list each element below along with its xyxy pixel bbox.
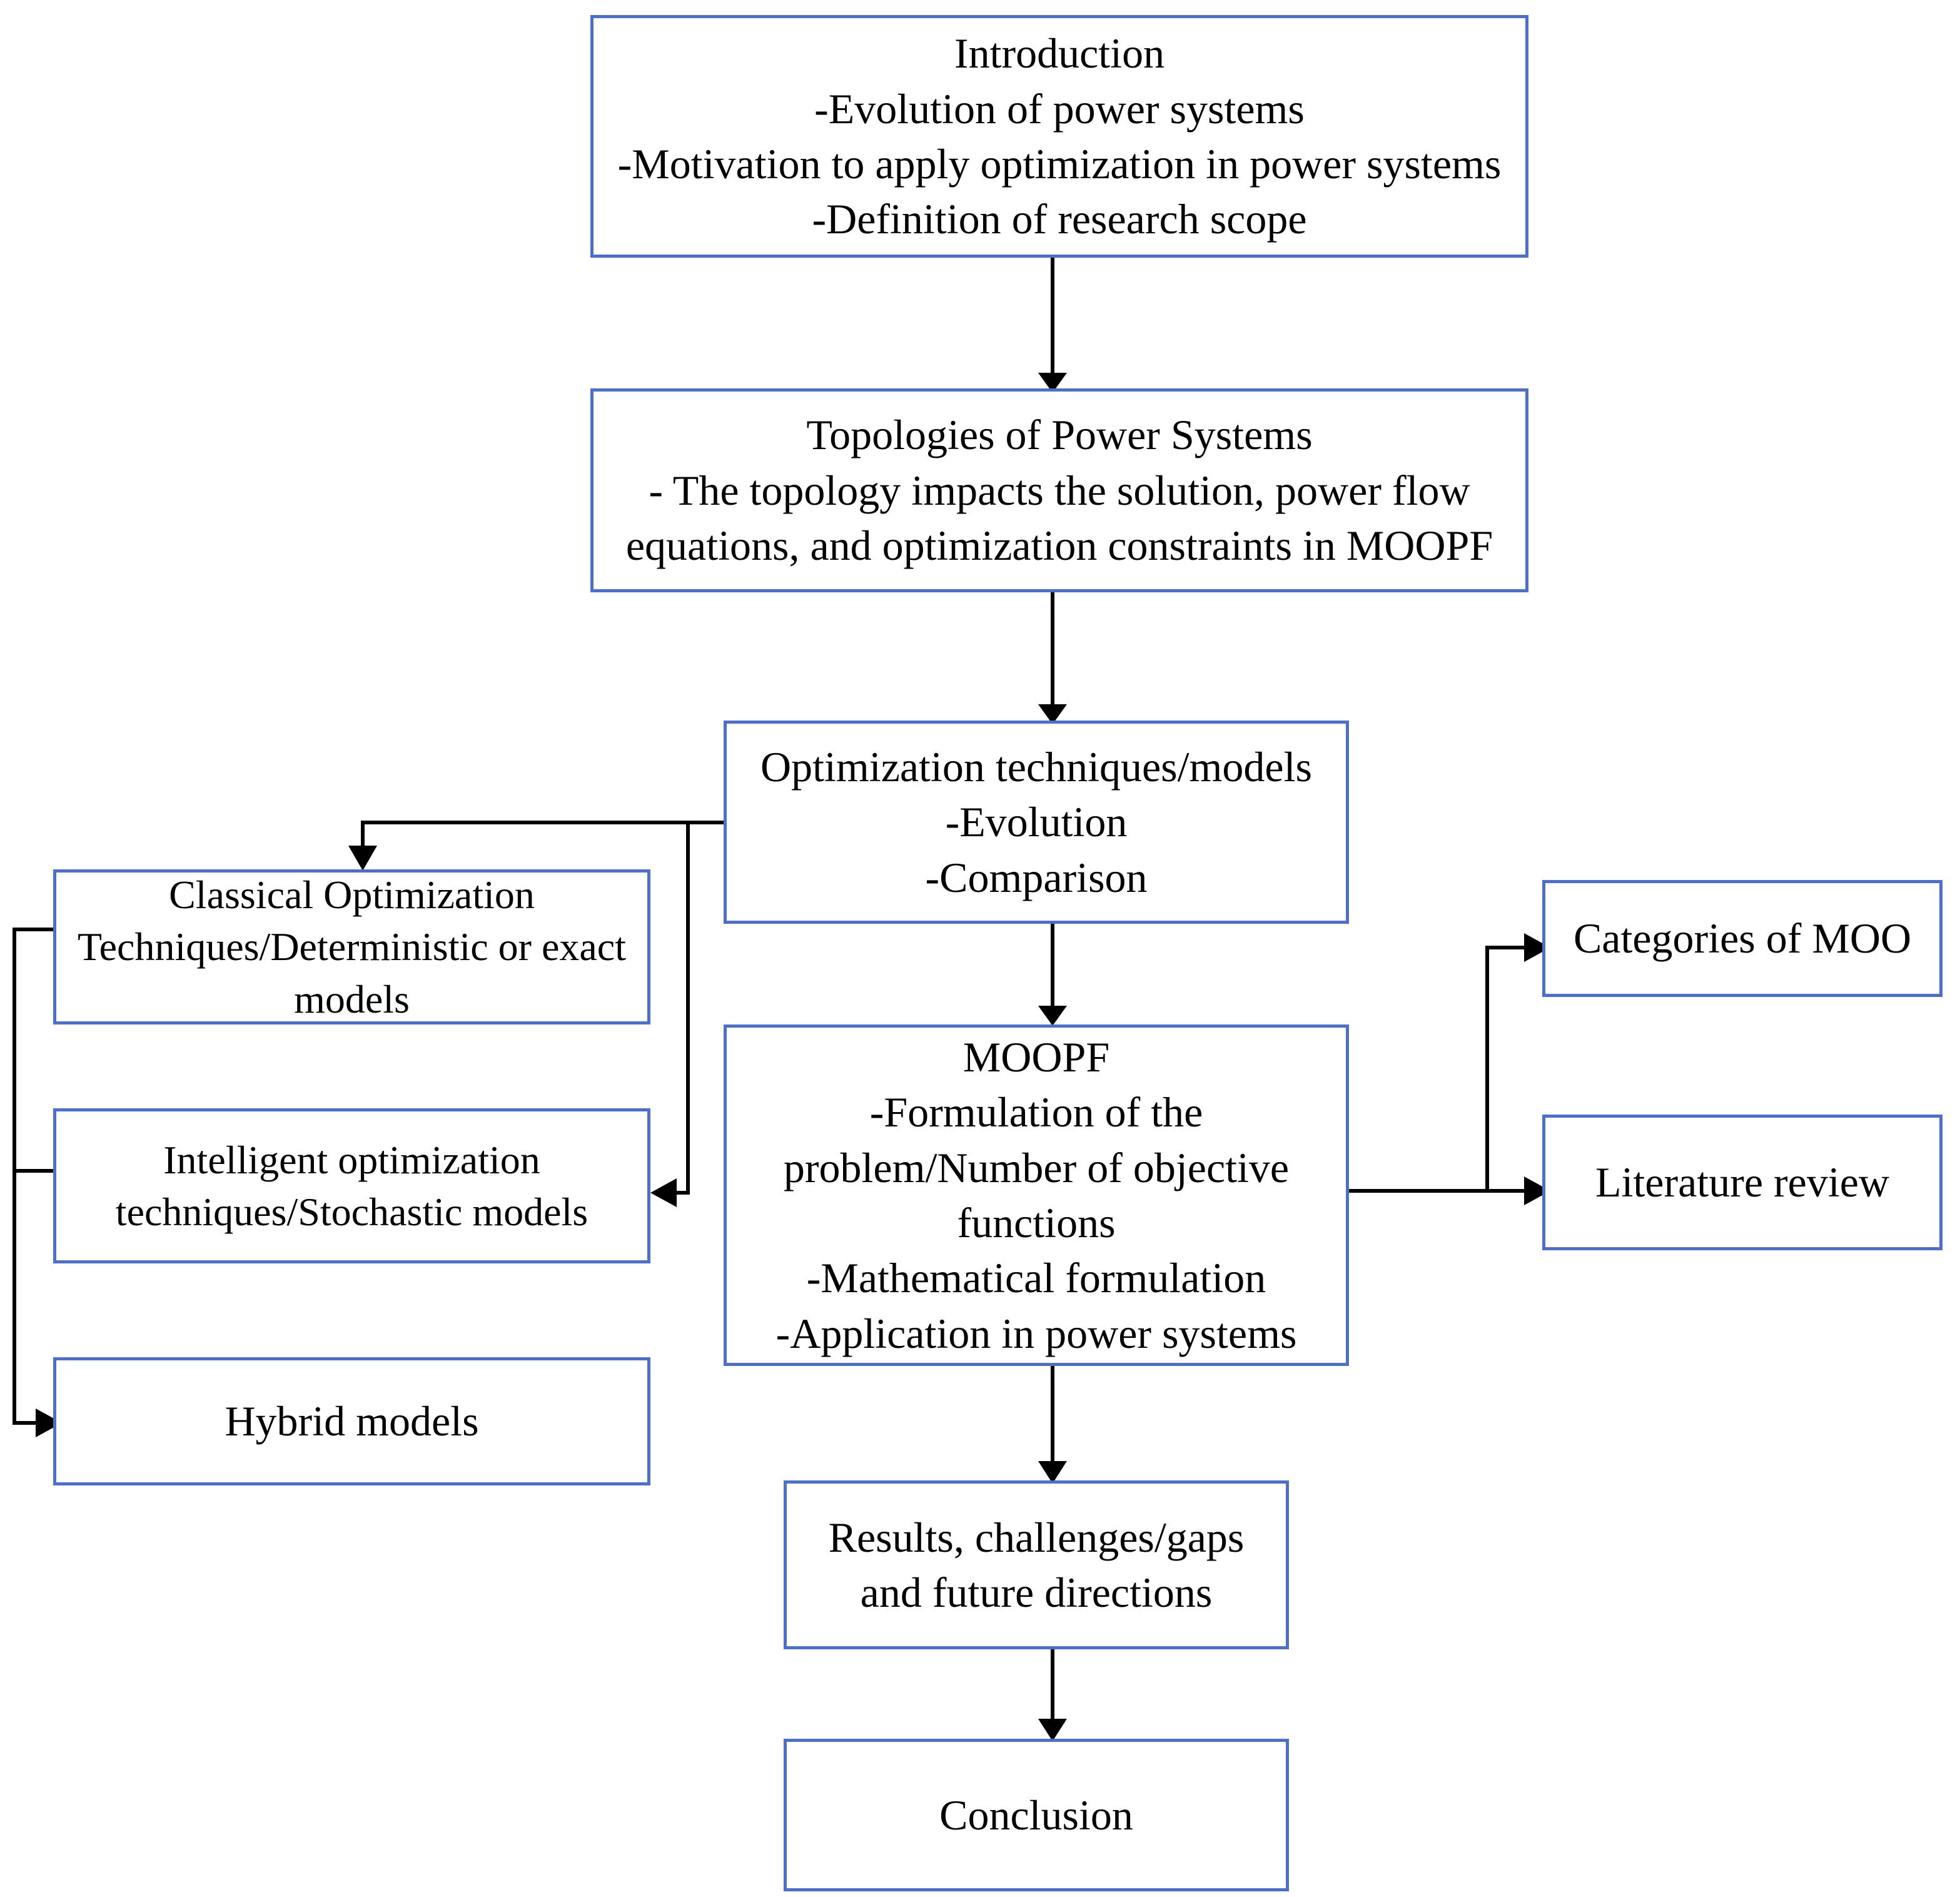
node-classical-line-3: models: [294, 976, 410, 1021]
node-intelligent-line-2: techniques/Stochastic models: [115, 1190, 589, 1234]
node-literature-line-1: Literature review: [1595, 1158, 1890, 1206]
edge-topologies-to-optimization: [1038, 592, 1067, 724]
node-topologies-line-3: equations, and optimization constraints …: [625, 522, 1493, 570]
node-hybrid-line-1: Hybrid models: [225, 1397, 479, 1445]
node-introduction-line-4: -Definition of research scope: [812, 195, 1307, 243]
node-moopf-line-5: -Mathematical formulation: [806, 1254, 1266, 1302]
node-introduction[interactable]: Introduction -Evolution of power systems…: [590, 15, 1528, 258]
node-moopf[interactable]: MOOPF -Formulation of the problem/Number…: [724, 1024, 1349, 1366]
node-classical-line-2: Techniques/Deterministic or exact: [78, 924, 626, 969]
node-intelligent-optimization-techniques[interactable]: Intelligent optimization techniques/Stoc…: [53, 1108, 650, 1263]
node-moopf-line-1: MOOPF: [962, 1033, 1110, 1081]
node-moopf-line-6: -Application in power systems: [775, 1309, 1297, 1357]
edge-moopf-to-categories: [1485, 933, 1550, 1191]
node-optimization-line-1: Optimization techniques/models: [760, 742, 1312, 791]
node-intelligent-line-1: Intelligent optimization: [163, 1137, 540, 1182]
edge-moopf-to-results: [1038, 1366, 1067, 1484]
node-optimization-line-3: -Comparison: [925, 853, 1148, 901]
node-categories-line-1: Categories of MOO: [1573, 914, 1912, 963]
node-topologies-line-1: Topologies of Power Systems: [806, 411, 1313, 459]
node-introduction-line-3: -Motivation to apply optimization in pow…: [617, 140, 1502, 188]
edge-results-to-conclusion: [1038, 1649, 1067, 1741]
node-classical-optimization-techniques[interactable]: Classical Optimization Techniques/Determ…: [53, 869, 650, 1024]
node-hybrid-models[interactable]: Hybrid models: [53, 1357, 650, 1485]
node-moopf-line-4: functions: [957, 1199, 1116, 1247]
node-literature-review[interactable]: Literature review: [1542, 1115, 1942, 1250]
edge-optimization-to-classical: [348, 821, 724, 871]
node-topologies-line-2: - The topology impacts the solution, pow…: [649, 466, 1470, 514]
node-optimization-line-2: -Evolution: [945, 798, 1128, 846]
node-classical-line-1: Classical Optimization: [169, 873, 535, 918]
edge-moopf-to-literature: [1349, 1176, 1550, 1205]
node-results-line-1: Results, challenges/gaps: [828, 1513, 1245, 1561]
node-introduction-line-1: Introduction: [954, 29, 1165, 78]
node-categories-of-moo[interactable]: Categories of MOO: [1542, 880, 1942, 997]
edge-optimization-to-intelligent: [650, 824, 690, 1207]
edge-optimization-to-moopf: [1038, 924, 1067, 1026]
node-moopf-line-3: problem/Number of objective: [783, 1143, 1290, 1191]
node-results-challenges-future-directions[interactable]: Results, challenges/gaps and future dire…: [784, 1480, 1289, 1649]
node-conclusion[interactable]: Conclusion: [784, 1739, 1289, 1891]
node-optimization-techniques[interactable]: Optimization techniques/models -Evolutio…: [724, 721, 1349, 924]
node-topologies-of-power-systems[interactable]: Topologies of Power Systems - The topolo…: [590, 388, 1528, 592]
node-results-line-2: and future directions: [860, 1569, 1213, 1616]
edge-introduction-to-topologies: [1038, 258, 1067, 393]
node-conclusion-line-1: Conclusion: [939, 1791, 1133, 1839]
node-moopf-line-2: -Formulation of the: [869, 1088, 1203, 1136]
node-introduction-line-2: -Evolution of power systems: [814, 84, 1305, 133]
